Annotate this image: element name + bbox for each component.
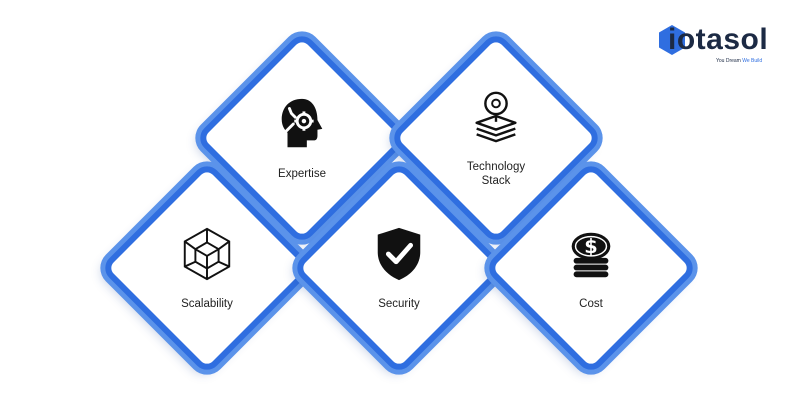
- node-label: Technology Stack: [466, 161, 526, 187]
- node-expertise: Expertise: [194, 30, 410, 246]
- brand-name: iotasol: [668, 23, 769, 56]
- node-security: Security: [291, 160, 507, 376]
- lightbulb-layers-icon: [475, 91, 517, 143]
- coin-stack-dollar-icon: $: [571, 232, 611, 278]
- node-technology-stack: Technology Stack: [388, 30, 604, 246]
- brand-logo: iotasol You Dream We Build: [658, 20, 788, 70]
- node-cost: $ Cost: [483, 160, 699, 376]
- hexagon-logo-icon: [659, 25, 685, 55]
- node-label: Cost: [579, 298, 603, 310]
- node-label: Scalability: [181, 298, 233, 310]
- expanding-cube-icon: [183, 227, 231, 281]
- svg-text:$: $: [584, 235, 597, 258]
- tagline-part: You Dream: [716, 58, 741, 64]
- node-label: Expertise: [278, 168, 326, 180]
- node-label: Security: [378, 298, 420, 310]
- tagline-accent: We Build: [742, 58, 763, 64]
- brand-tagline: You Dream We Build: [716, 58, 762, 64]
- node-scalability: Scalability: [99, 160, 315, 376]
- head-gear-wrench-icon: [281, 98, 323, 148]
- shield-check-icon: [377, 227, 421, 281]
